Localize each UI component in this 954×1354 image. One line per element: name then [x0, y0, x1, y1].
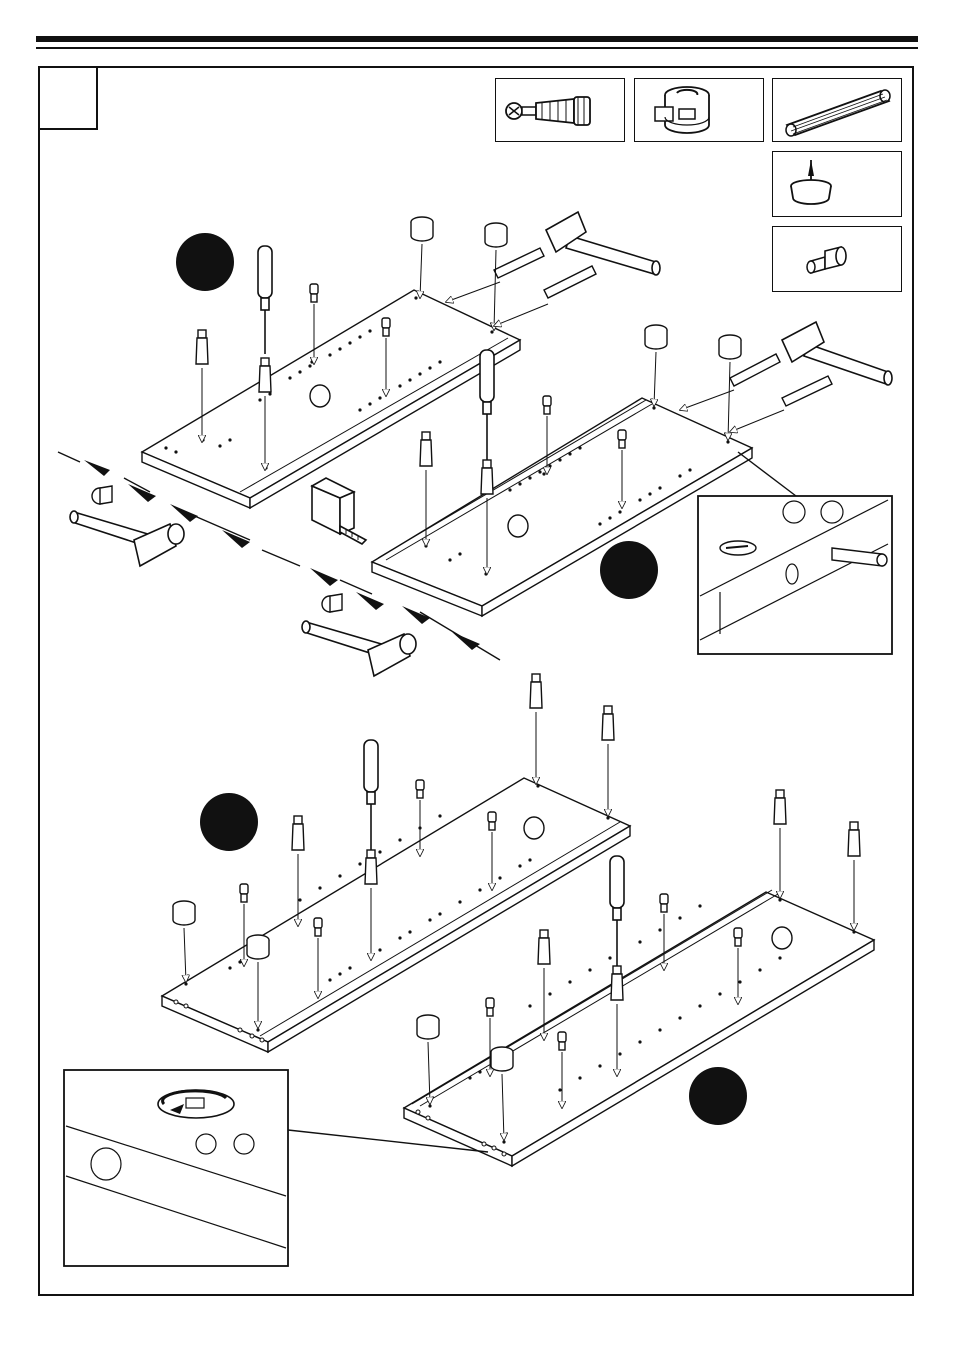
hammer-1-left	[69, 510, 185, 568]
shelf-pin-icon	[806, 245, 847, 275]
cam-lock-icon	[654, 86, 710, 134]
screwdriver-1	[257, 245, 273, 354]
hammer-2-left	[301, 620, 417, 678]
part-box-glide	[772, 151, 902, 217]
cam-bolt-icon	[505, 96, 591, 126]
step-badge-2	[600, 541, 658, 599]
hammer-1-top	[544, 210, 661, 276]
panel-4-holes	[428, 898, 856, 1144]
detail-callout-dowel	[697, 451, 893, 655]
dowels-panel1-top	[493, 247, 597, 299]
part-box-dowel	[772, 78, 902, 142]
panel-3	[160, 777, 632, 1054]
step-badge-3	[200, 793, 258, 851]
panel-3-edge-holes	[173, 999, 265, 1043]
step-badge-4	[689, 1067, 747, 1125]
detail-callout-cam	[63, 1069, 489, 1267]
dowel-panel2-end	[321, 593, 343, 613]
panel-1	[140, 289, 522, 510]
furniture-glide-icon	[790, 160, 832, 205]
header-rule-thick	[36, 36, 918, 42]
dowels-panel2-top	[729, 353, 833, 407]
screwdriver-2	[479, 349, 495, 460]
insert-arrows	[184, 243, 854, 1140]
dowel-panel1-end	[91, 485, 113, 505]
tape-measure	[310, 477, 368, 545]
screwdriver-3	[363, 739, 379, 850]
wooden-dowel-icon	[785, 89, 891, 137]
panel-4	[402, 889, 876, 1168]
screwdriver-4	[609, 855, 625, 966]
diagram-frame	[38, 66, 914, 1296]
shelf-pins	[239, 283, 743, 1051]
panel-4-edge-holes	[415, 1109, 507, 1157]
part-box-cam-lock	[634, 78, 764, 142]
cam-locks	[172, 216, 742, 1072]
step-badge-1	[176, 233, 234, 291]
alignment-arrows	[84, 460, 480, 650]
part-box-shelf-pin	[772, 226, 902, 292]
part-box-cam-bolt	[495, 78, 625, 142]
hammer-2-top	[780, 320, 893, 386]
step-number-box	[38, 66, 98, 130]
panel-2	[370, 397, 754, 618]
header-rule-thin	[36, 47, 918, 49]
cam-bolts	[195, 329, 861, 1001]
